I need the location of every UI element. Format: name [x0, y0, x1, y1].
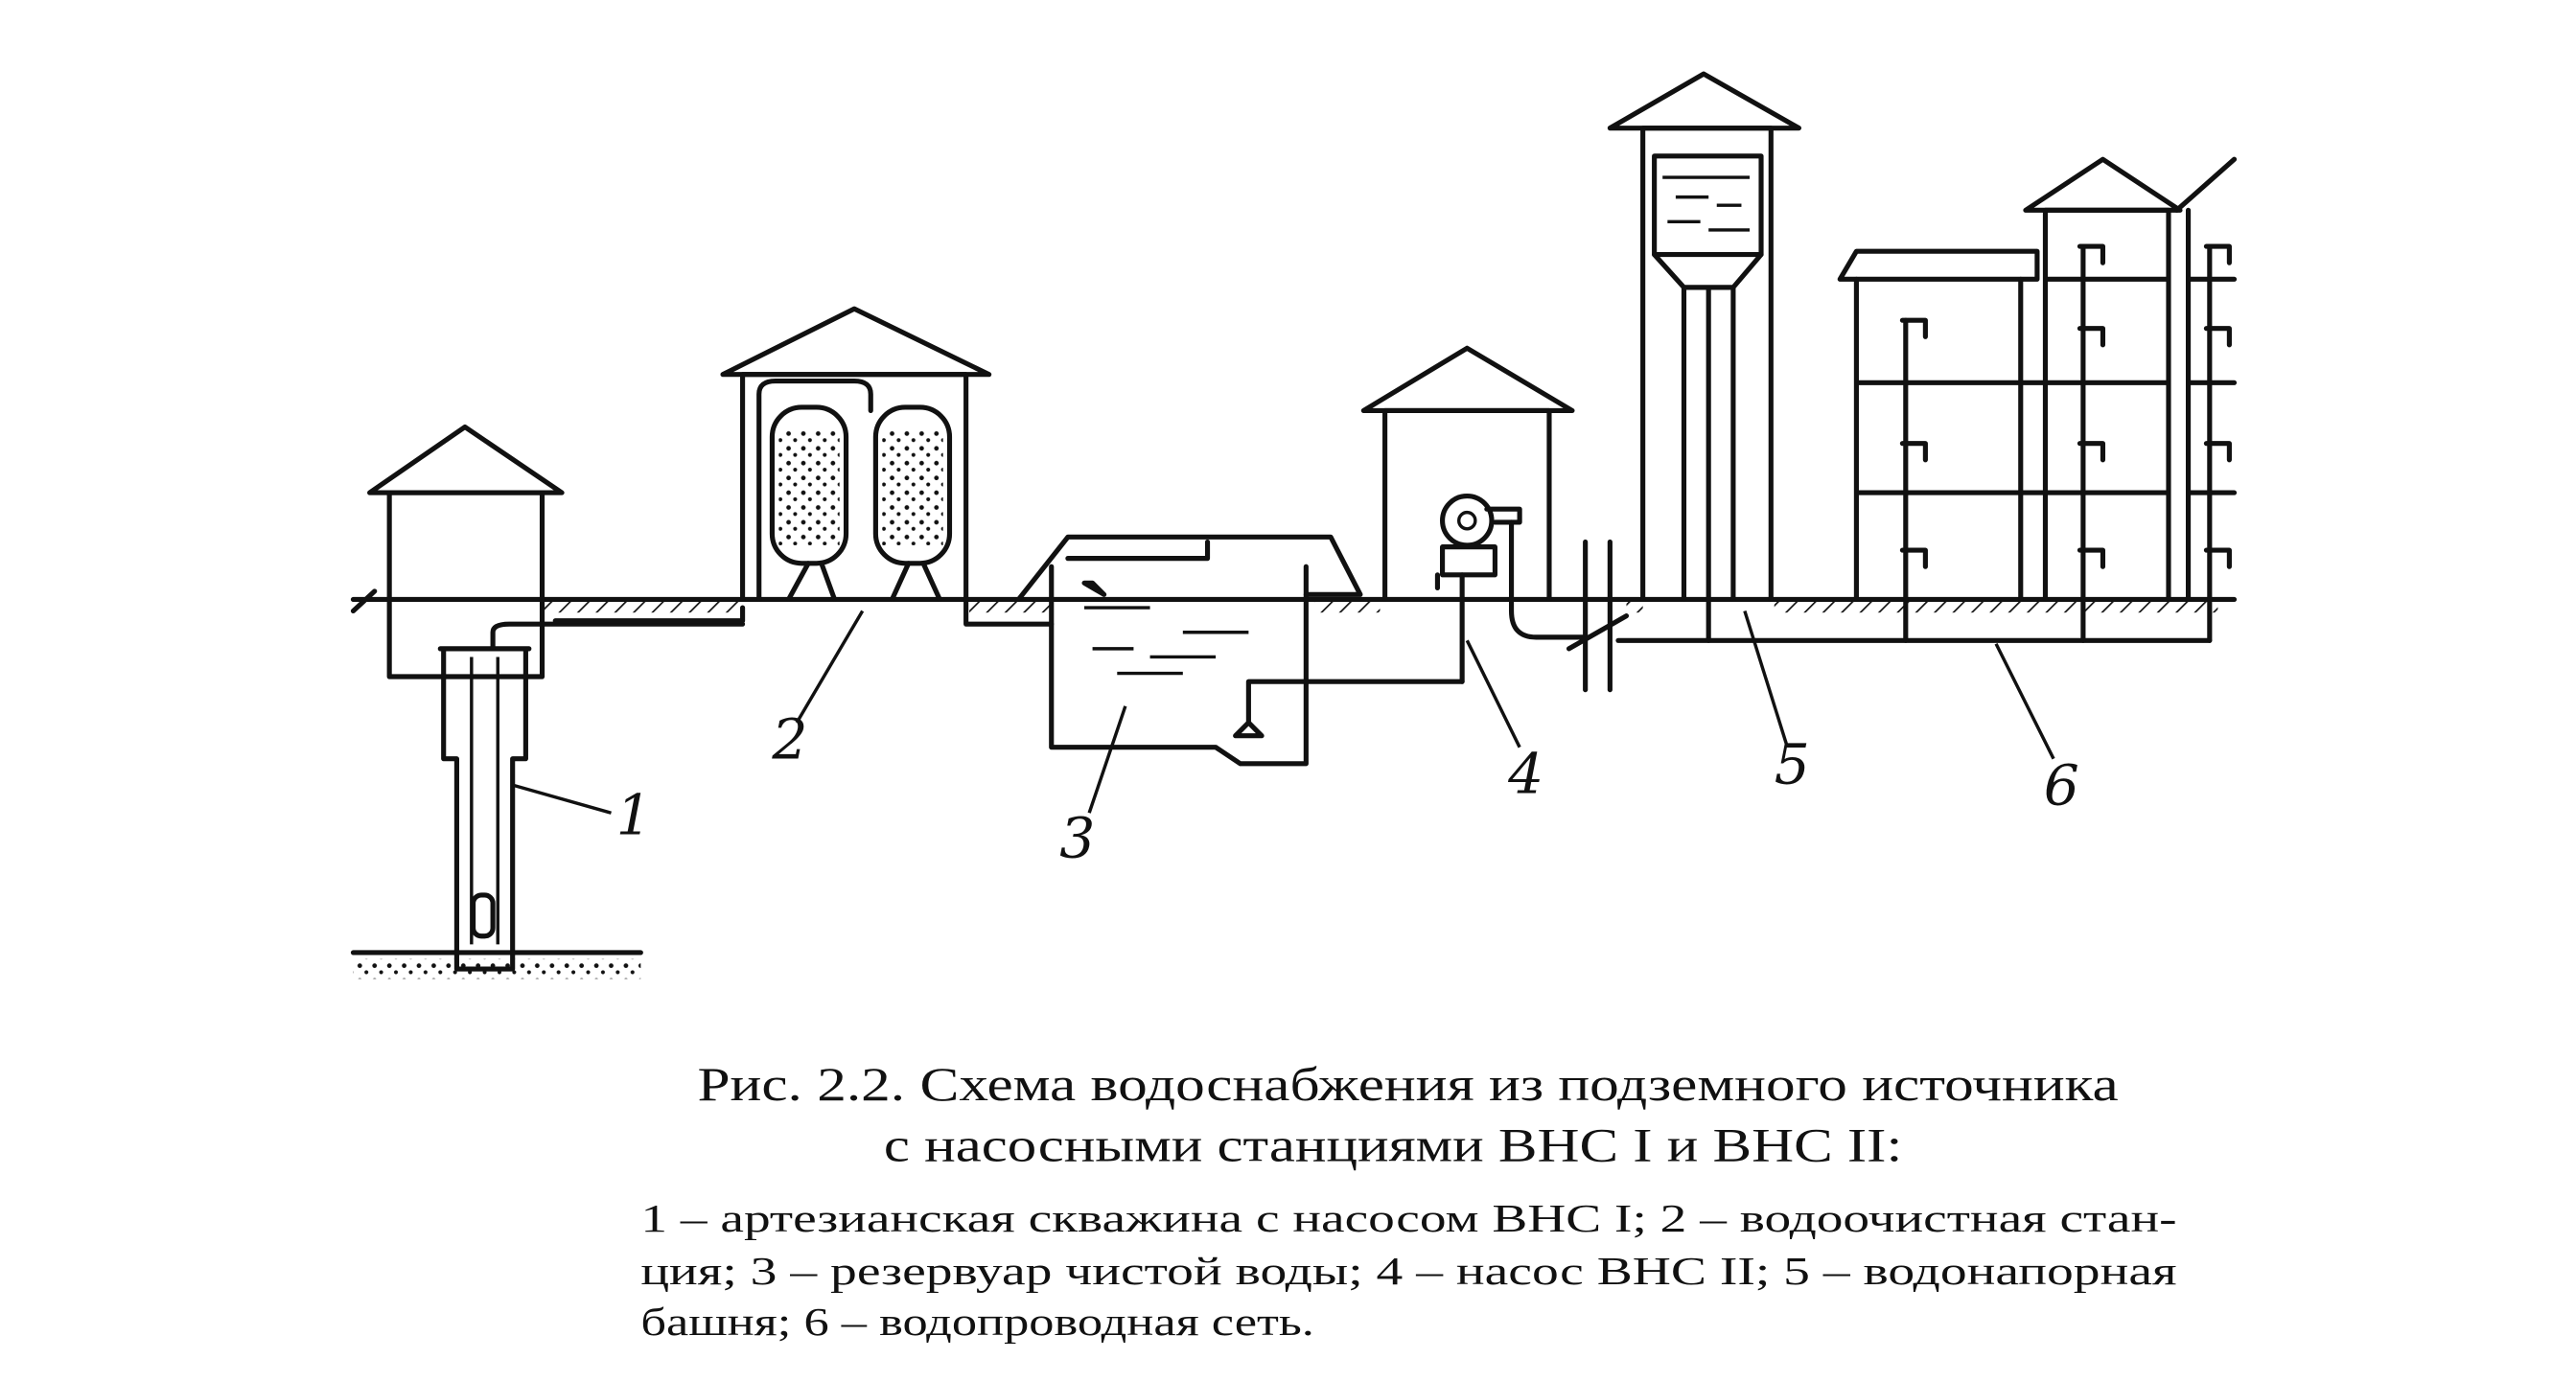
- water-tower: [1607, 71, 1802, 643]
- label-2: 2: [771, 707, 807, 772]
- label-5: 5: [1775, 731, 1810, 796]
- caption-title-line2: с насосными станциями ВНС I и ВНС II:: [884, 1119, 1902, 1172]
- caption-title-line1: Рис. 2.2. Схема водоснабжения из подземн…: [697, 1058, 2118, 1111]
- caption-legend-line2: ция; 3 – резервуар чистой воды; 4 – насо…: [640, 1249, 2176, 1293]
- pipe-break-marks: [1566, 539, 1630, 693]
- clean-water-reservoir: [1015, 534, 1465, 767]
- ground-surface: [350, 588, 2238, 614]
- caption-legend-line1: 1 – артезианская скважина с насосом ВНС …: [640, 1196, 2176, 1240]
- label-1: 1: [616, 783, 652, 848]
- pump-station-2: [1360, 345, 1589, 684]
- label-4: 4: [1507, 742, 1543, 807]
- label-3: 3: [1059, 806, 1095, 871]
- leader-lines: [512, 610, 2055, 815]
- water-treatment-station: [552, 306, 1055, 627]
- water-supply-network: [1615, 156, 2238, 643]
- label-6: 6: [2044, 753, 2079, 818]
- artesian-well: [350, 424, 746, 979]
- caption-legend-line3: башня; 6 – водопроводная сеть.: [640, 1300, 1314, 1344]
